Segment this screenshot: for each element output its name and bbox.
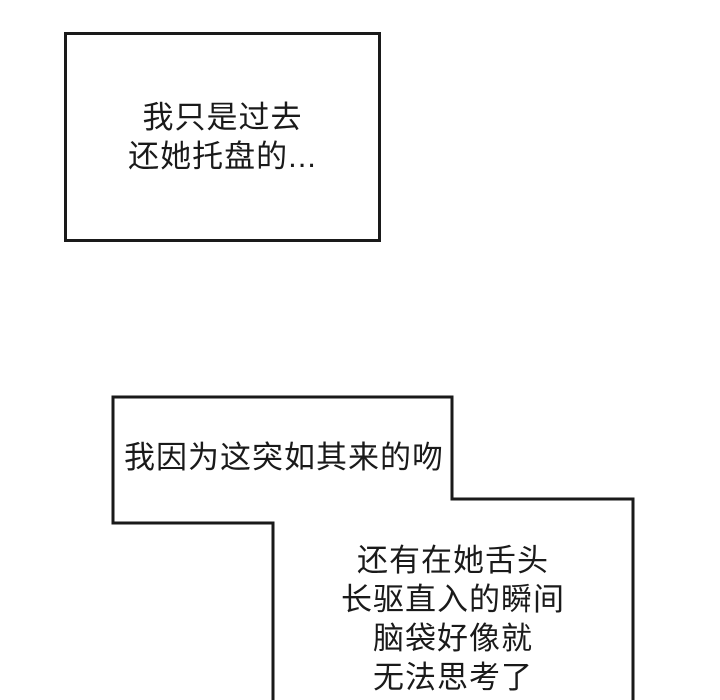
caption-box-bottom-intro: 我因为这突如其来的吻 — [113, 438, 455, 477]
caption-line: 还有在她舌头 — [357, 543, 549, 578]
caption-line: 我因为这突如其来的吻 — [124, 440, 444, 475]
caption-line: 长驱直入的瞬间 — [341, 582, 565, 617]
caption-box-bottom-block: 还有在她舌头 长驱直入的瞬间 脑袋好像就 无法思考了 — [273, 541, 633, 697]
caption-line: 无法思考了 — [373, 660, 533, 695]
caption-line: 还她托盘的... — [128, 139, 317, 174]
caption-line: 脑袋好像就 — [373, 621, 533, 656]
caption-line: 我只是过去 — [142, 100, 303, 135]
caption-box-top: 我只是过去 还她托盘的... — [64, 32, 381, 242]
